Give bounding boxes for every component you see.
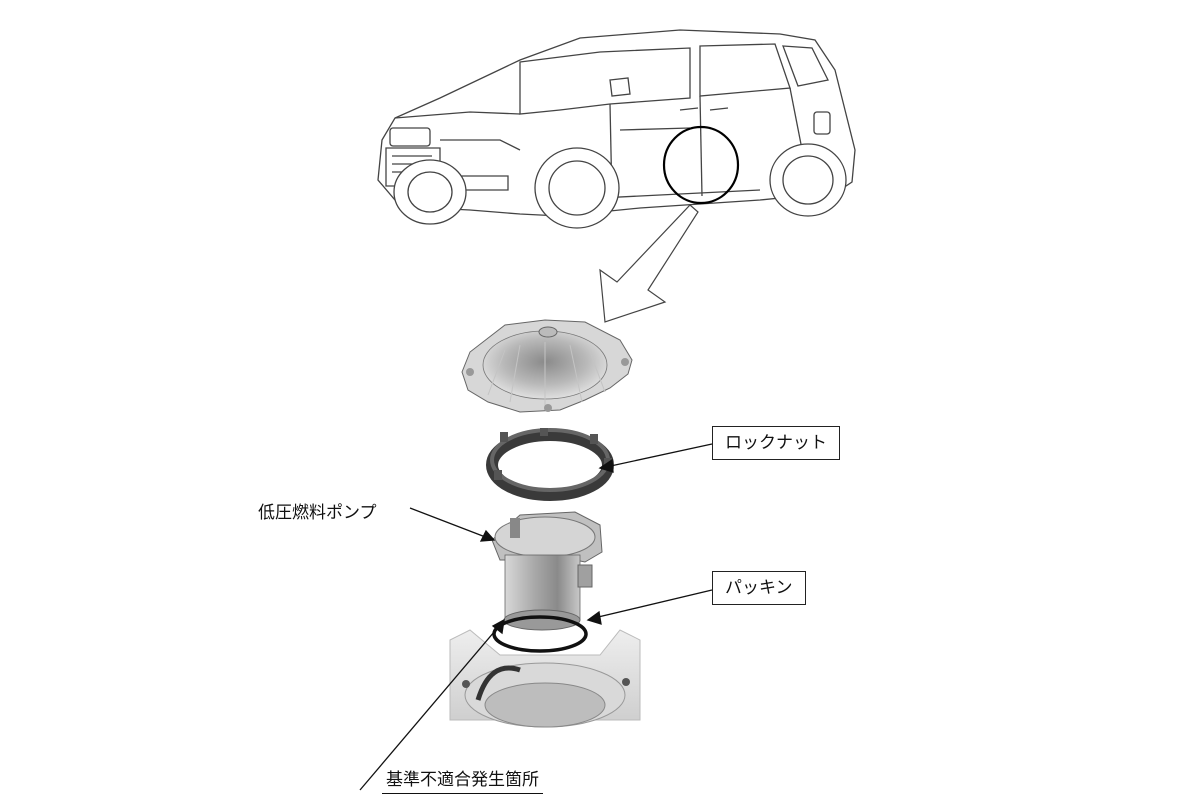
packing-ring — [492, 615, 588, 653]
lock-nut-part — [486, 428, 614, 501]
fuel-pump-part — [491, 511, 603, 631]
packing-leader-line — [593, 589, 713, 619]
packing-label: パッキン — [712, 571, 806, 606]
lock-nut-arrowhead — [598, 458, 614, 473]
vehicle-illustration — [377, 29, 856, 229]
packing-arrowhead — [586, 610, 602, 625]
nonconformity-leader-line — [359, 624, 501, 791]
pump-leader-line — [409, 507, 489, 539]
pump-arrowhead — [479, 529, 496, 542]
nonconformity-location-label: 基準不適合発生箇所 — [382, 765, 543, 794]
fuel-tank-mount — [449, 629, 641, 728]
fuel-pump-cover — [461, 319, 633, 413]
nonconformity-arrowhead — [491, 618, 505, 635]
fuel-pump-label: 低圧燃料ポンプ — [258, 503, 377, 523]
location-highlight-circle — [662, 125, 740, 205]
lock-nut-label: ロックナット — [712, 426, 840, 461]
pointer-arrow — [599, 204, 699, 323]
lock-nut-leader-line — [605, 443, 713, 468]
